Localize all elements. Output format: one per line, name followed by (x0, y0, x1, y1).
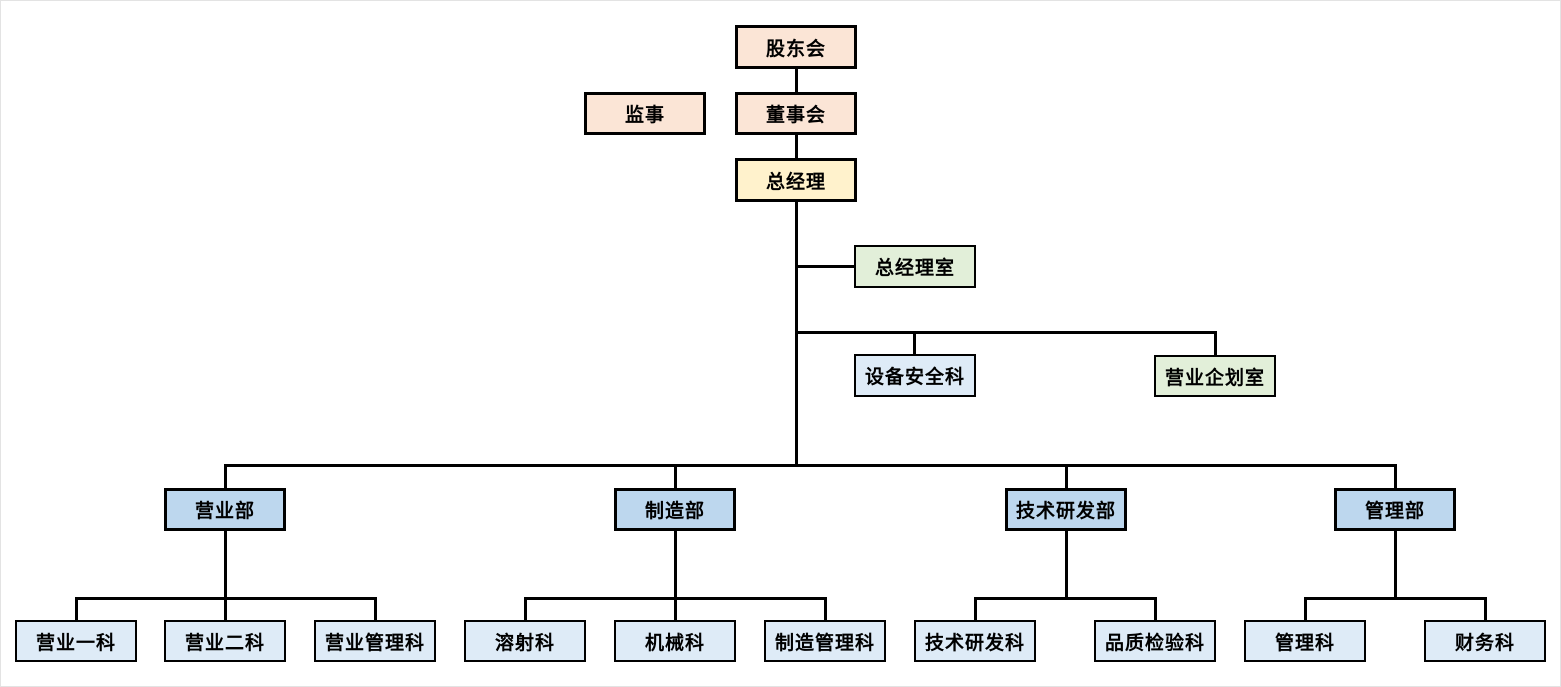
connector-board-gm (795, 135, 798, 160)
connector-gm-trunk (795, 202, 798, 467)
connector-mfg-children-trunk (674, 531, 677, 599)
connector-finance-section-v (1484, 597, 1487, 620)
node-sales-dept: 营业部 (164, 488, 286, 531)
connector-sales-dept-v (224, 464, 227, 488)
node-sales-management-section: 营业管理科 (314, 620, 436, 662)
node-sales-section-1: 营业一科 (15, 620, 137, 662)
connector-management-dept-v (1394, 464, 1397, 488)
connector-business-planning-v (1214, 331, 1217, 355)
node-thermal-spray-section: 溶射科 (464, 620, 586, 662)
node-general-manager: 总经理 (735, 158, 857, 202)
connector-shareholders-board (795, 69, 798, 94)
connector-staff-branch-h (796, 331, 1217, 334)
connector-tech-rd-dept-v (1065, 464, 1068, 488)
node-board-of-directors: 董事会 (735, 92, 857, 135)
node-machinery-section: 机械科 (614, 620, 736, 662)
connector-mgmt-children-trunk (1394, 531, 1397, 599)
node-finance-section: 财务科 (1424, 620, 1546, 662)
connector-thermal-spray-v (524, 597, 527, 620)
connector-sales-section-2-v (224, 597, 227, 620)
node-business-planning-office: 营业企划室 (1154, 355, 1276, 397)
node-tech-rd-dept: 技术研发部 (1005, 488, 1127, 531)
node-equipment-safety-section: 设备安全科 (854, 354, 976, 397)
connector-manufacturing-dept-v (674, 464, 677, 488)
node-management-section: 管理科 (1244, 620, 1366, 662)
node-quality-inspection-section: 品质检验科 (1094, 620, 1216, 662)
node-manufacturing-management-section: 制造管理科 (764, 620, 886, 662)
connector-gm-office-h (796, 265, 854, 268)
connector-mgmt-children-h (1304, 597, 1487, 600)
connector-machinery-v (674, 597, 677, 620)
node-sales-section-2: 营业二科 (164, 620, 286, 662)
node-shareholders-meeting: 股东会 (735, 25, 857, 69)
connector-equipment-safety-v (913, 331, 916, 354)
connector-mfg-management-v (824, 597, 827, 620)
connector-dept-row-h (224, 464, 1397, 467)
connector-sales-section-1-v (75, 597, 78, 620)
connector-sales-management-v (374, 597, 377, 620)
node-manufacturing-dept: 制造部 (614, 488, 736, 531)
node-tech-rd-section: 技术研发科 (914, 620, 1036, 662)
node-management-dept: 管理部 (1334, 488, 1456, 531)
node-general-manager-office: 总经理室 (854, 245, 976, 288)
connector-tech-rd-section-v (974, 597, 977, 620)
node-supervisor: 监事 (584, 92, 706, 135)
connector-sales-children-trunk (224, 531, 227, 599)
connector-rd-children-trunk (1065, 531, 1068, 599)
connector-rd-children-h (974, 597, 1157, 600)
connector-quality-inspection-v (1154, 597, 1157, 620)
connector-management-section-v (1304, 597, 1307, 620)
